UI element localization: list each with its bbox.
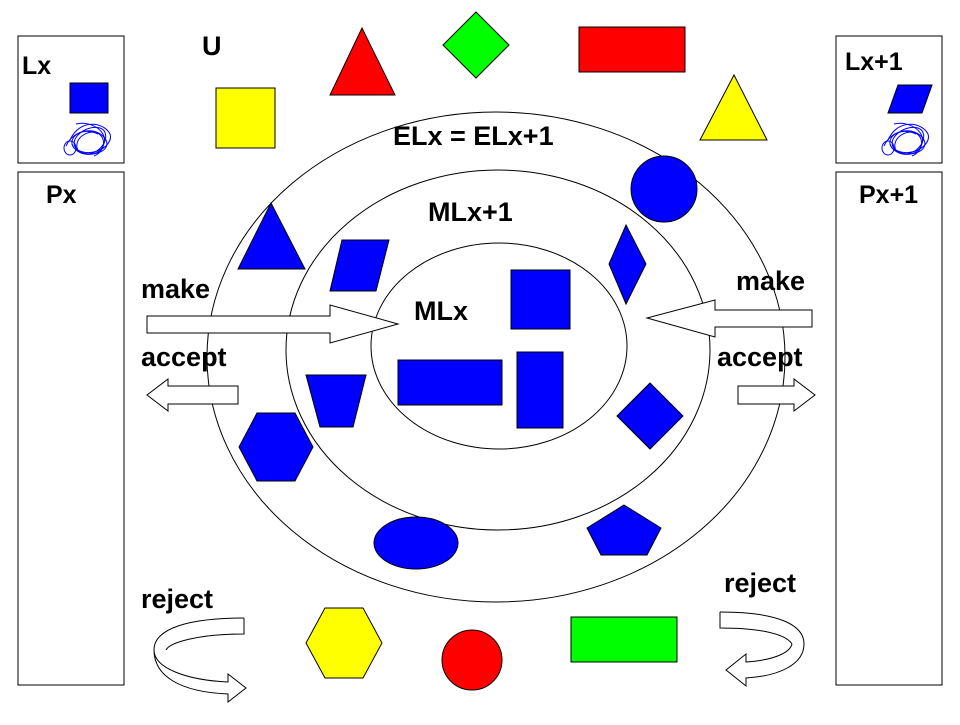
right-language-blue-parallelogram — [887, 84, 933, 114]
red-triangle — [329, 26, 396, 96]
red-circle — [441, 629, 503, 691]
reject-left-label: reject — [141, 584, 213, 614]
right-program-box — [835, 171, 943, 686]
universe-label: U — [202, 31, 222, 61]
blue-circle — [630, 155, 698, 223]
left-language-blue-square — [69, 82, 109, 114]
right-language-label: Lx+1 — [845, 48, 903, 76]
blue-trapezoid — [305, 374, 367, 428]
right-program-label: Px+1 — [859, 181, 918, 209]
left-language-label: Lx — [22, 52, 51, 80]
make-left-arrow — [146, 304, 400, 344]
blue-wide-rectangle — [397, 359, 503, 406]
blue-pentagon — [586, 504, 662, 556]
right-language-scribble — [881, 122, 929, 157]
accept-right-label: accept — [717, 342, 803, 372]
blue-tall-rectangle — [516, 351, 564, 429]
green-rectangle — [570, 616, 678, 663]
accept-right-arrow — [737, 377, 816, 413]
blue-triangle — [237, 201, 306, 270]
blue-hexagon — [238, 412, 314, 482]
left-program-box — [17, 171, 125, 686]
make-left-label: make — [141, 274, 210, 304]
blue-parallelogram — [329, 239, 390, 292]
yellow-hexagon — [305, 607, 383, 679]
blue-ellipse — [373, 516, 459, 570]
left-program-label: Px — [46, 181, 77, 209]
accept-left-label: accept — [141, 342, 227, 372]
middle-set-ellipse — [285, 169, 711, 531]
reject-left-arrow — [153, 617, 247, 704]
outer-set-label: ELx = ELx+1 — [393, 121, 554, 151]
make-right-label: make — [736, 266, 805, 296]
left-language-scribble — [63, 122, 111, 157]
reject-right-label: reject — [724, 568, 796, 598]
yellow-square — [215, 87, 276, 149]
yellow-triangle — [699, 73, 768, 141]
green-diamond — [442, 11, 510, 79]
inner-set-label: MLx — [414, 296, 468, 326]
inner-set-ellipse — [370, 242, 628, 450]
middle-set-label: MLx+1 — [428, 197, 513, 227]
blue-thin-diamond — [608, 223, 647, 306]
outer-set-ellipse — [206, 111, 786, 603]
blue-diamond — [616, 382, 684, 450]
accept-left-arrow — [146, 377, 239, 413]
reject-right-arrow — [719, 611, 805, 688]
blue-square — [510, 269, 571, 330]
make-right-arrow — [645, 299, 813, 338]
red-rectangle — [578, 26, 686, 73]
